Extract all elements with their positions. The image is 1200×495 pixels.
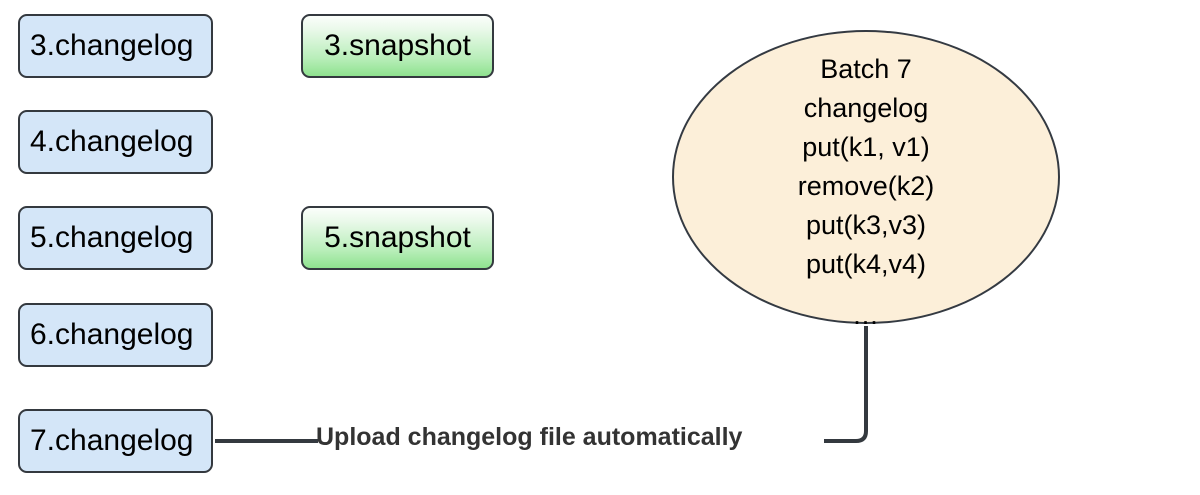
- changelog-file-label: 5.changelog: [30, 221, 194, 254]
- batch-line-title: Batch 7: [820, 54, 912, 84]
- snapshot-file-label: 5.snapshot: [324, 221, 471, 254]
- changelog-file-label: 7.changelog: [30, 424, 194, 457]
- snapshot-file-label: 3.snapshot: [324, 29, 471, 62]
- edge-segment-right: [824, 326, 868, 443]
- batch-changelog-bubble[interactable]: Batch 7 changelog put(k1, v1) remove(k2)…: [672, 30, 1060, 330]
- changelog-file-label: 3.changelog: [30, 29, 194, 62]
- batch-line-ellipsis: ...: [853, 300, 879, 330]
- batch-line-type: changelog: [803, 93, 929, 123]
- batch-line-op-4: put(k4,v4): [805, 249, 927, 279]
- snapshot-file-5[interactable]: 5.snapshot: [301, 206, 494, 270]
- changelog-file-label: 6.changelog: [30, 318, 194, 351]
- batch-line-op-1: put(k1, v1): [802, 132, 930, 162]
- changelog-file-label: 4.changelog: [30, 125, 194, 158]
- changelog-file-5[interactable]: 5.changelog: [18, 206, 213, 270]
- edge-label-upload-changelog: Upload changelog file automatically: [316, 423, 743, 451]
- changelog-file-6[interactable]: 6.changelog: [18, 303, 213, 367]
- changelog-file-7[interactable]: 7.changelog: [18, 409, 213, 473]
- batch-line-op-3: put(k3,v3): [805, 210, 927, 240]
- changelog-file-4[interactable]: 4.changelog: [18, 110, 213, 174]
- snapshot-file-3[interactable]: 3.snapshot: [301, 14, 494, 78]
- changelog-file-3[interactable]: 3.changelog: [18, 14, 213, 78]
- batch-line-op-2: remove(k2): [797, 171, 935, 201]
